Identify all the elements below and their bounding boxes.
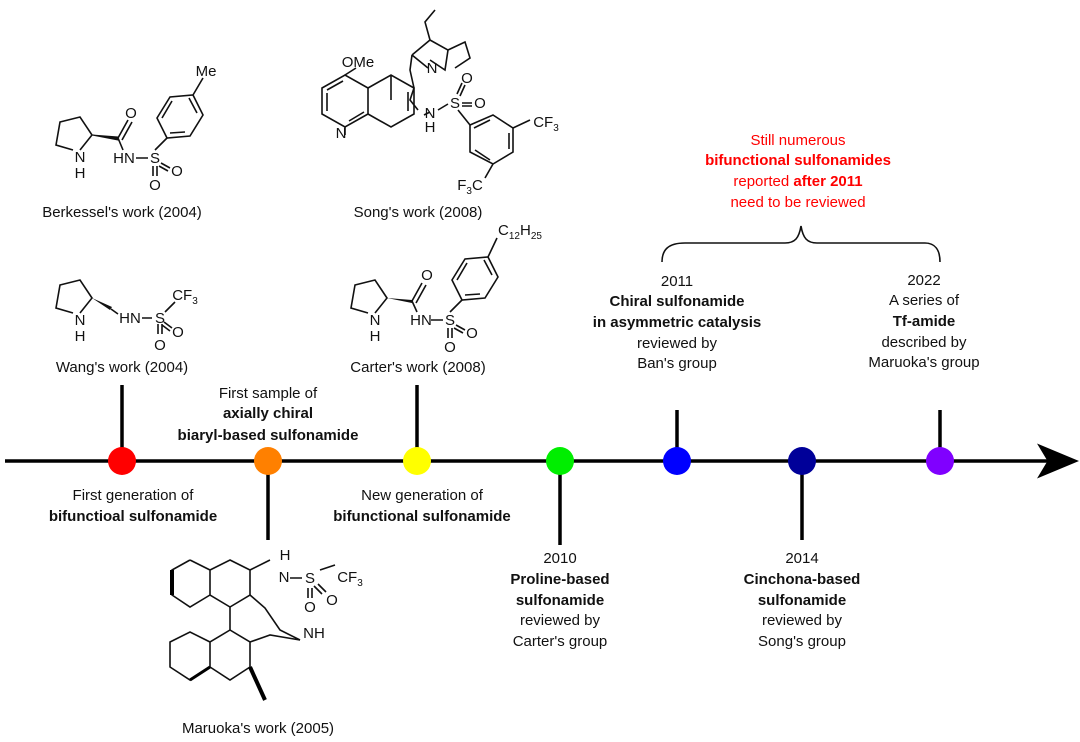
label-line: axially chiral <box>223 405 313 422</box>
year: 2010 <box>543 550 576 567</box>
caption-wang: Wang's work (2004) <box>56 359 188 376</box>
label-line: Ban's group <box>637 355 717 372</box>
label-new-generation: New generation of bifunctional sulfonami… <box>333 487 511 525</box>
svg-text:O: O <box>421 267 433 284</box>
label-line: Cinchona-based <box>744 571 861 588</box>
svg-text:O: O <box>466 325 478 342</box>
svg-text:S: S <box>150 150 160 167</box>
label-line: Maruoka's group <box>868 354 979 371</box>
caption-berkessel: Berkessel's work (2004) <box>42 204 202 221</box>
svg-text:O: O <box>171 163 183 180</box>
timeline-dot <box>663 447 691 475</box>
label-line: Tf-amide <box>893 313 956 330</box>
note-line: need to be reviewed <box>730 194 865 211</box>
svg-text:N: N <box>279 569 290 586</box>
label-line: Song's group <box>758 633 846 650</box>
svg-text:CF3: CF3 <box>172 287 198 307</box>
svg-text:HN: HN <box>119 310 141 327</box>
svg-text:Me: Me <box>196 63 217 80</box>
label-line: bifunctional sulfonamide <box>333 508 511 525</box>
caption-carter: Carter's work (2008) <box>350 359 485 376</box>
maruoka-structure: H N S CF3 O O NH <box>169 547 363 701</box>
svg-text:O: O <box>149 177 161 194</box>
svg-text:C12H25: C12H25 <box>498 222 542 242</box>
svg-text:HN: HN <box>113 150 135 167</box>
year: 2022 <box>907 272 940 289</box>
timeline-dot <box>108 447 136 475</box>
note-line: Still numerous <box>750 132 845 149</box>
svg-text:CF3: CF3 <box>533 114 559 134</box>
svg-text:O: O <box>304 599 316 616</box>
label-line: reviewed by <box>520 612 601 629</box>
svg-text:N: N <box>75 149 86 166</box>
timeline-dots <box>108 447 954 475</box>
svg-text:CF3: CF3 <box>337 569 363 589</box>
svg-text:H: H <box>75 328 86 345</box>
svg-text:H: H <box>370 328 381 345</box>
svg-text:F3C: F3C <box>457 177 483 197</box>
svg-text:S: S <box>450 95 460 112</box>
note-line: reported after 2011 <box>733 173 862 190</box>
label-line: bifunctioal sulfonamide <box>49 508 217 525</box>
timeline-dot <box>788 447 816 475</box>
label-line: First sample of <box>219 385 318 402</box>
label-line: A series of <box>889 292 960 309</box>
svg-text:N: N <box>370 312 381 329</box>
svg-text:OMe: OMe <box>342 54 375 71</box>
timeline-dot <box>546 447 574 475</box>
label-line: Chiral sulfonamide <box>609 293 744 310</box>
label-2010: 2010 Proline-based sulfonamide reviewed … <box>510 550 609 650</box>
svg-text:NH: NH <box>303 625 325 642</box>
year: 2011 <box>661 273 693 290</box>
svg-text:S: S <box>155 310 165 327</box>
svg-text:N: N <box>336 125 347 142</box>
svg-text:S: S <box>305 570 315 587</box>
note-line: bifunctional sulfonamides <box>705 152 891 169</box>
label-line: sulfonamide <box>516 592 604 609</box>
svg-text:S: S <box>445 312 455 329</box>
caption-song: Song's work (2008) <box>354 204 483 221</box>
label-line: First generation of <box>73 487 195 504</box>
label-2011: 2011 Chiral sulfonamide in asymmetric ca… <box>593 273 761 372</box>
label-2014: 2014 Cinchona-based sulfonamide reviewed… <box>744 550 861 650</box>
label-2022: 2022 A series of Tf-amide described by M… <box>868 272 979 371</box>
label-line: in asymmetric catalysis <box>593 314 761 331</box>
svg-text:O: O <box>154 337 166 354</box>
svg-text:N: N <box>425 105 436 122</box>
svg-text:O: O <box>461 70 473 87</box>
svg-text:HN: HN <box>410 312 432 329</box>
berkessel-structure: N H O HN S O O Me <box>55 63 217 194</box>
label-line: reviewed by <box>762 612 843 629</box>
svg-text:O: O <box>326 592 338 609</box>
svg-text:O: O <box>172 324 184 341</box>
svg-text:H: H <box>280 547 291 564</box>
label-line: Proline-based <box>510 571 609 588</box>
label-first-sample: First sample of axially chiral biaryl-ba… <box>178 385 359 444</box>
label-line: described by <box>881 334 967 351</box>
label-line: New generation of <box>361 487 484 504</box>
svg-text:O: O <box>444 339 456 356</box>
label-line: sulfonamide <box>758 592 846 609</box>
svg-text:N: N <box>75 312 86 329</box>
svg-text:N: N <box>427 60 438 77</box>
svg-text:O: O <box>125 105 137 122</box>
caption-maruoka: Maruoka's work (2005) <box>182 720 334 737</box>
timeline-dot <box>926 447 954 475</box>
label-line: Carter's group <box>513 633 608 650</box>
label-line: reviewed by <box>637 335 718 352</box>
label-line: biaryl-based sulfonamide <box>178 427 359 444</box>
brace <box>661 225 941 263</box>
year: 2014 <box>785 550 818 567</box>
wang-structure: N H HN S CF3 O O <box>55 279 198 354</box>
svg-text:O: O <box>474 95 486 112</box>
song-structure: OMe N N N H S O O CF3 F3C <box>321 9 559 197</box>
timeline-dot <box>403 447 431 475</box>
svg-text:H: H <box>425 119 436 136</box>
carter-structure: N H O HN S O O C12H25 <box>350 222 542 356</box>
svg-text:H: H <box>75 165 86 182</box>
label-first-generation: First generation of bifunctioal sulfonam… <box>49 487 217 525</box>
review-note: Still numerous bifunctional sulfonamides… <box>705 132 891 211</box>
timeline-dot <box>254 447 282 475</box>
